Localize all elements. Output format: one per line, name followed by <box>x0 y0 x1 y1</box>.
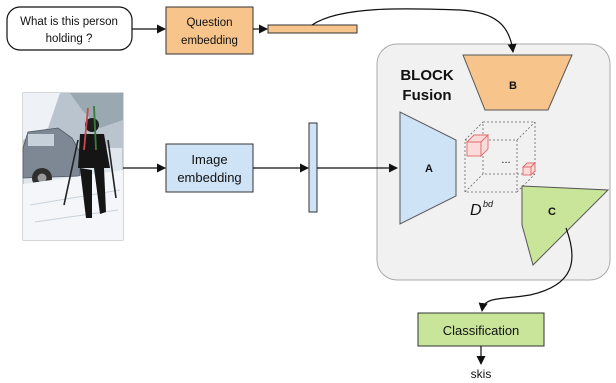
tensor-ellipsis: ... <box>501 154 510 166</box>
image-embedding-line-2: embedding <box>177 170 241 185</box>
question-embedding-line-2: embedding <box>181 35 238 47</box>
image-embedding-box <box>165 143 254 193</box>
tensor-cube <box>464 121 536 193</box>
tensor-superscript: bd <box>483 199 494 209</box>
arrow-block-c-to-classification <box>478 227 573 312</box>
block-b-label: B <box>509 80 517 92</box>
block-c <box>521 185 610 266</box>
block-c-label: C <box>548 206 556 218</box>
image-vector <box>308 122 318 213</box>
image-embedding-line-1: Image <box>191 152 227 167</box>
sub-cube-large <box>465 133 490 158</box>
classification-label: Classification <box>443 323 520 338</box>
sub-cube-small <box>521 161 537 177</box>
answer-label: skis <box>471 367 492 381</box>
fusion-title-line-1: BLOCK <box>400 67 453 84</box>
question-embedding-line-1: Question <box>186 17 232 29</box>
block-a-label: A <box>425 163 433 175</box>
block-a <box>399 111 457 225</box>
question-embedding-box <box>165 6 254 55</box>
question-line-1: What is this person <box>20 16 118 28</box>
skier-photo <box>22 92 124 241</box>
question-line-2: holding ? <box>46 33 93 45</box>
block-b <box>462 54 573 111</box>
arrow-vector-to-block-b <box>311 8 517 53</box>
fusion-title-line-2: Fusion <box>402 87 451 104</box>
question-vector <box>267 24 358 34</box>
tensor-symbol: D <box>470 202 482 219</box>
